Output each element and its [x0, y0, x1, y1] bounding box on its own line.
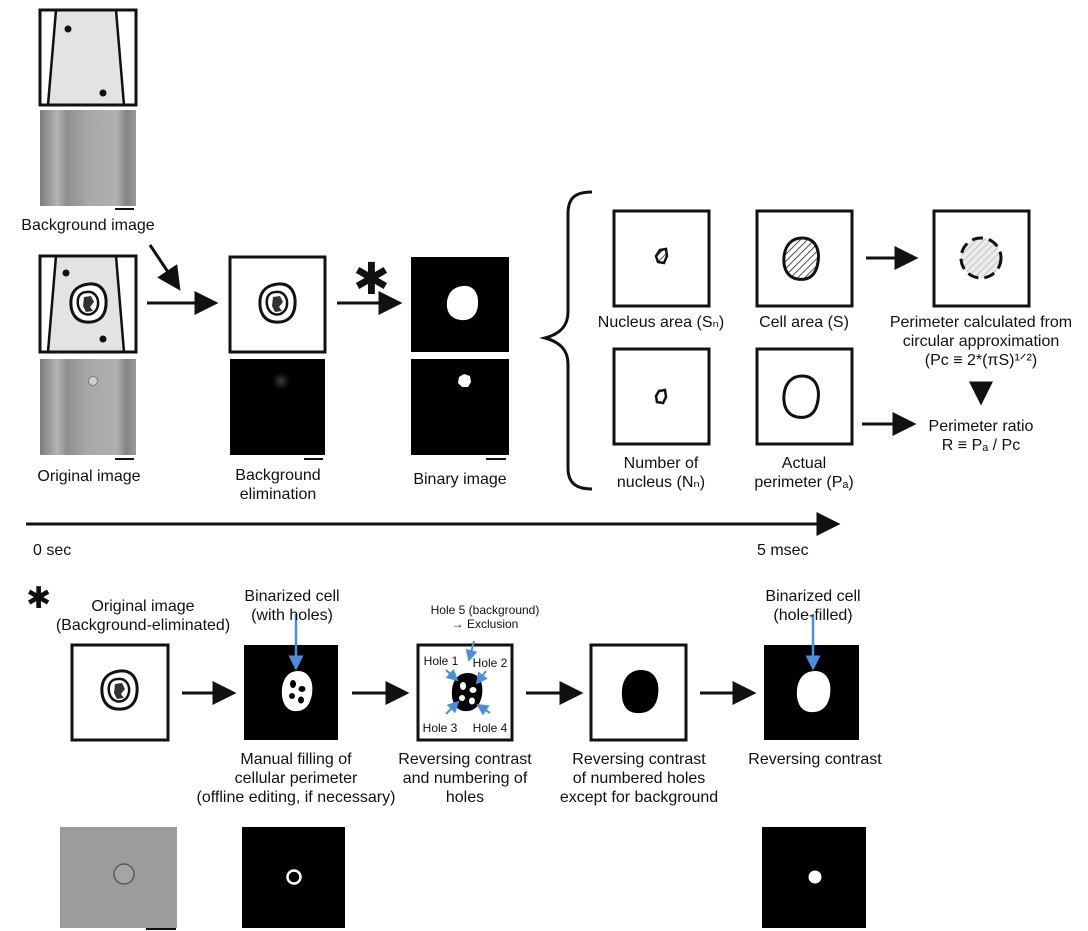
number-of-nucleus-panel [612, 347, 711, 446]
label-time-end: 5 msec [757, 542, 809, 559]
original-micrograph [40, 359, 136, 460]
workflow-binarized-holes-panel [244, 614, 338, 740]
grouping-brace [539, 190, 593, 491]
label-hole-4: Hole 4 [472, 721, 508, 735]
label-hole-3: Hole 3 [422, 721, 458, 735]
label-workflow-original: Original image(Background-eliminated) [55, 598, 231, 634]
asterisk-marker-bottom: ✱ [26, 581, 52, 616]
label-background-image: Background image [21, 217, 155, 234]
background-micrograph [40, 110, 136, 210]
cell-area-panel [755, 209, 854, 308]
background-image-schematic [38, 8, 138, 107]
bottom-micrograph-raw [60, 827, 177, 930]
label-binary-image: Binary image [413, 471, 507, 488]
bottom-micrograph-filled [762, 827, 866, 928]
label-binarized-with-holes: Binarized cell(with holes) [244, 588, 340, 624]
label-original-image: Original image [37, 468, 141, 485]
asterisk-marker: ✱ [353, 254, 390, 305]
label-nucleus-area: Nucleus area (Sₙ) [597, 314, 725, 331]
background-elimination-schematic [228, 255, 327, 354]
label-time-start: 0 sec [33, 542, 72, 559]
label-reversing-contrast: Reversing contrast [748, 751, 882, 768]
label-hole-5: Hole 5 (background)→ Exclusion [430, 603, 540, 631]
label-binarized-hole-filled: Binarized cell(hole-filled) [765, 588, 861, 624]
actual-perimeter-panel [755, 347, 854, 446]
workflow-original-panel [70, 643, 170, 742]
label-hole-1: Hole 1 [423, 654, 459, 668]
nucleus-area-panel [612, 209, 711, 308]
bottom-micrograph-ring [242, 827, 345, 928]
binary-micrograph [411, 359, 509, 460]
label-hole-2: Hole 2 [472, 656, 508, 670]
binary-image-schematic [411, 257, 509, 352]
label-cell-area: Cell area (S) [759, 314, 849, 331]
workflow-filled-panel [764, 614, 859, 740]
original-image-schematic [38, 254, 138, 354]
arrow-background-to-elimination [148, 244, 181, 291]
workflow-reversed-panel [589, 643, 688, 742]
workflow-holes-panel [416, 640, 514, 742]
circular-approximation-panel [932, 209, 1031, 308]
background-elimination-micrograph [230, 359, 325, 460]
